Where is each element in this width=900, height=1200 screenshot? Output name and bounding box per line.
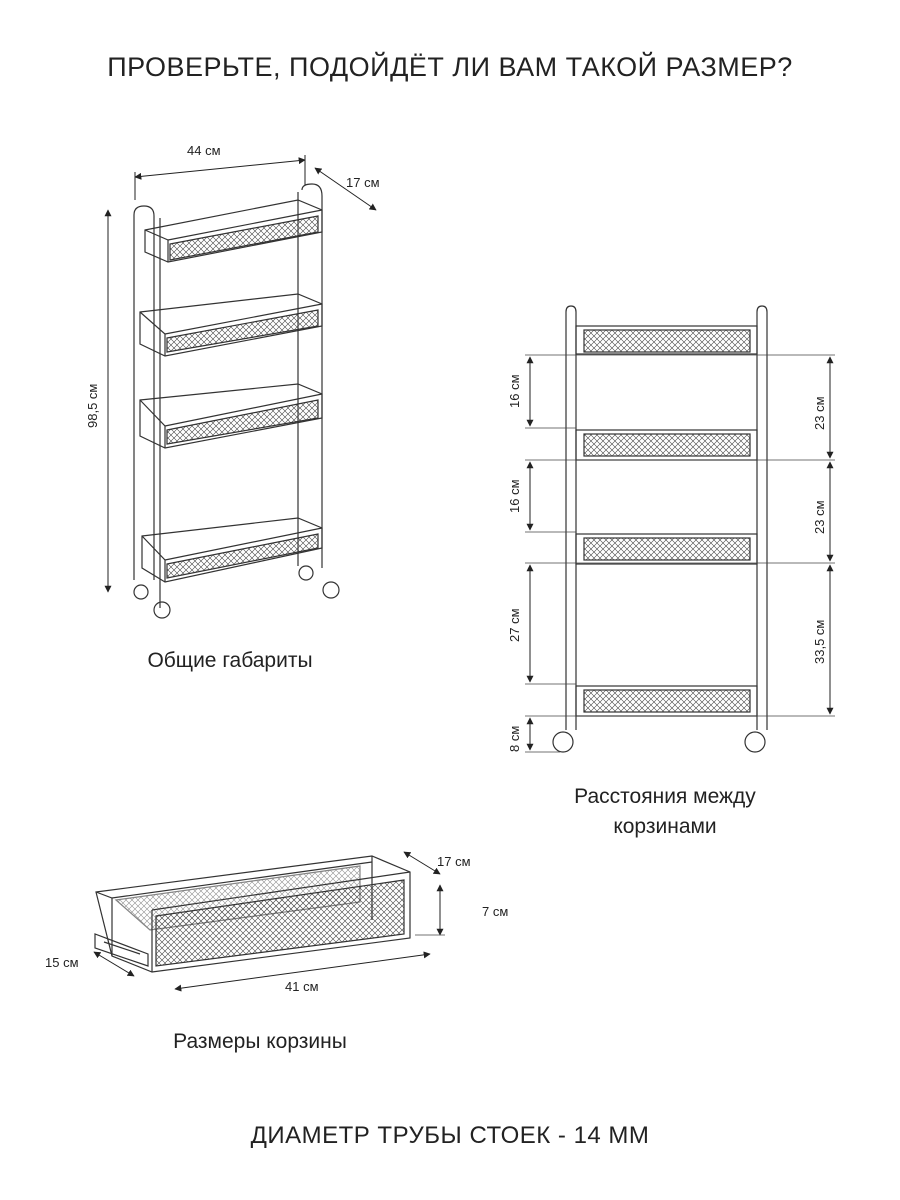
spacing-right-3-label: 33,5 см	[812, 620, 827, 664]
spacing-caption-line2: корзинами	[613, 815, 717, 838]
basket-length-label: 41 см	[285, 979, 319, 994]
overall-rack-drawing	[133, 183, 340, 619]
overall-width-label: 44 см	[187, 143, 221, 158]
spacing-right-2-label: 23 см	[812, 500, 827, 534]
basket-depth-label: 17 см	[437, 854, 471, 869]
spacing-left-2-label: 16 см	[507, 479, 522, 513]
basket-drawing	[94, 855, 411, 973]
spacing-left-4-label: 8 см	[507, 726, 522, 752]
basket-caption: Размеры корзины	[173, 1030, 347, 1053]
page-title: ПРОВЕРЬТЕ, ПОДОЙДЁТ ЛИ ВАМ ТАКОЙ РАЗМЕР?	[107, 52, 793, 82]
overall-depth-label: 17 см	[346, 175, 380, 190]
footer-note: ДИАМЕТР ТРУБЫ СТОЕК - 14 ММ	[250, 1122, 650, 1149]
spacing-caption-line1: Расстояния между	[574, 785, 756, 808]
spacing-caption: Расстояния между корзинами	[520, 782, 810, 842]
overall-caption: Общие габариты	[147, 649, 313, 672]
basket-height-label: 7 см	[482, 904, 508, 919]
front-rack-drawing	[552, 305, 768, 753]
spacing-left-3-label: 27 см	[507, 608, 522, 642]
spacing-right-1-label: 23 см	[812, 396, 827, 430]
spacing-dimension-lines	[525, 354, 835, 753]
overall-height-label: 98,5 см	[85, 384, 100, 428]
spacing-left-1-label: 16 см	[507, 374, 522, 408]
basket-dimension-lines	[93, 851, 445, 992]
basket-side-label: 15 см	[45, 955, 79, 970]
overall-dimension-lines	[104, 155, 377, 593]
